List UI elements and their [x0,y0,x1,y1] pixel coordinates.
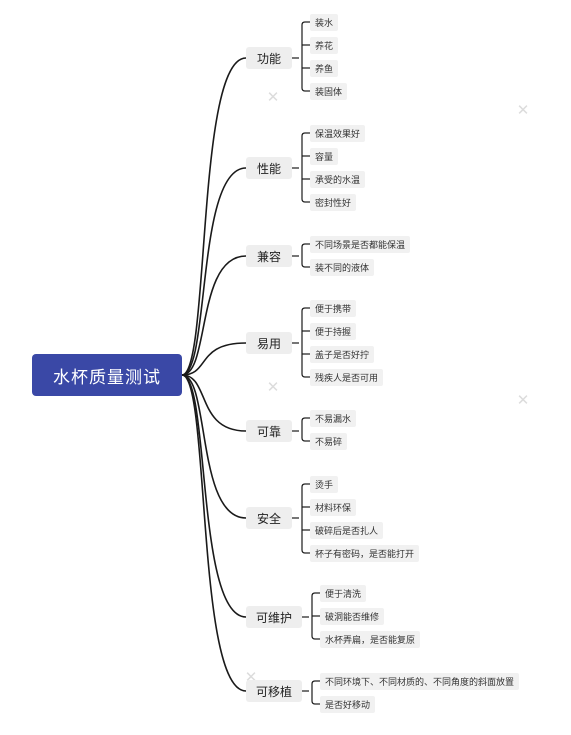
connector-line [301,132,306,203]
connector-line [301,417,306,442]
leaf-node[interactable]: 装固体 [310,82,348,100]
leaf-node[interactable]: 不同场景是否都能保温 [310,235,411,253]
connector-line [181,167,247,376]
leaf-node[interactable]: 盖子是否好拧 [310,345,375,363]
leaf-node[interactable]: 残疾人是否可用 [310,368,384,386]
leaf-node[interactable]: 烫手 [310,475,339,493]
connector-line [301,21,306,92]
leaf-node[interactable]: 便于携带 [310,299,357,317]
leaf-node[interactable]: 不易碎 [310,432,348,450]
connector-line [301,307,306,378]
connector-line [311,680,316,705]
leaf-node[interactable]: 破洞能否维修 [320,607,385,625]
connector-line [181,57,247,376]
connector-line [301,243,306,268]
leaf-node[interactable]: 养鱼 [310,59,339,77]
xmind-watermark-icon: ✕ [516,101,530,119]
connector-line [301,483,306,554]
leaf-node[interactable]: 承受的水温 [310,170,366,188]
connector-line [181,374,247,618]
root-node[interactable]: 水杯质量测试 [32,354,182,396]
branch-node[interactable]: 可维护 [246,606,302,628]
leaf-node[interactable]: 装水 [310,13,339,31]
leaf-node[interactable]: 杯子有密码，是否能打开 [310,544,420,562]
leaf-node[interactable]: 便于清洗 [320,584,367,602]
branch-node[interactable]: 易用 [246,332,292,354]
leaf-node[interactable]: 不同环境下、不同材质的、不同角度的斜面放置 [320,672,520,690]
connector-line [181,374,247,692]
branch-node[interactable]: 安全 [246,507,292,529]
leaf-node[interactable]: 养花 [310,36,339,54]
branch-node[interactable]: 可靠 [246,420,292,442]
xmind-watermark-icon: ✕ [266,88,280,106]
leaf-node[interactable]: 是否好移动 [320,695,376,713]
branch-node[interactable]: 功能 [246,47,292,69]
xmind-watermark-icon: ✕ [516,391,530,409]
connector-line [181,374,247,432]
connector-line [181,342,247,376]
xmind-watermark-icon: ✕ [266,378,280,396]
leaf-node[interactable]: 装不同的液体 [310,258,375,276]
leaf-node[interactable]: 便于持握 [310,322,357,340]
branch-node[interactable]: 性能 [246,157,292,179]
branch-node[interactable]: 兼容 [246,245,292,267]
leaf-node[interactable]: 材料环保 [310,498,357,516]
leaf-node[interactable]: 破碎后是否扎人 [310,521,384,539]
leaf-node[interactable]: 容量 [310,147,339,165]
leaf-node[interactable]: 水杯弄扁，是否能复原 [320,630,421,648]
leaf-node[interactable]: 保温效果好 [310,124,366,142]
connector-line [181,255,247,376]
leaf-node[interactable]: 不易漏水 [310,409,357,427]
branch-node[interactable]: 可移植 [246,680,302,702]
leaf-node[interactable]: 密封性好 [310,193,357,211]
connector-line [181,374,247,519]
